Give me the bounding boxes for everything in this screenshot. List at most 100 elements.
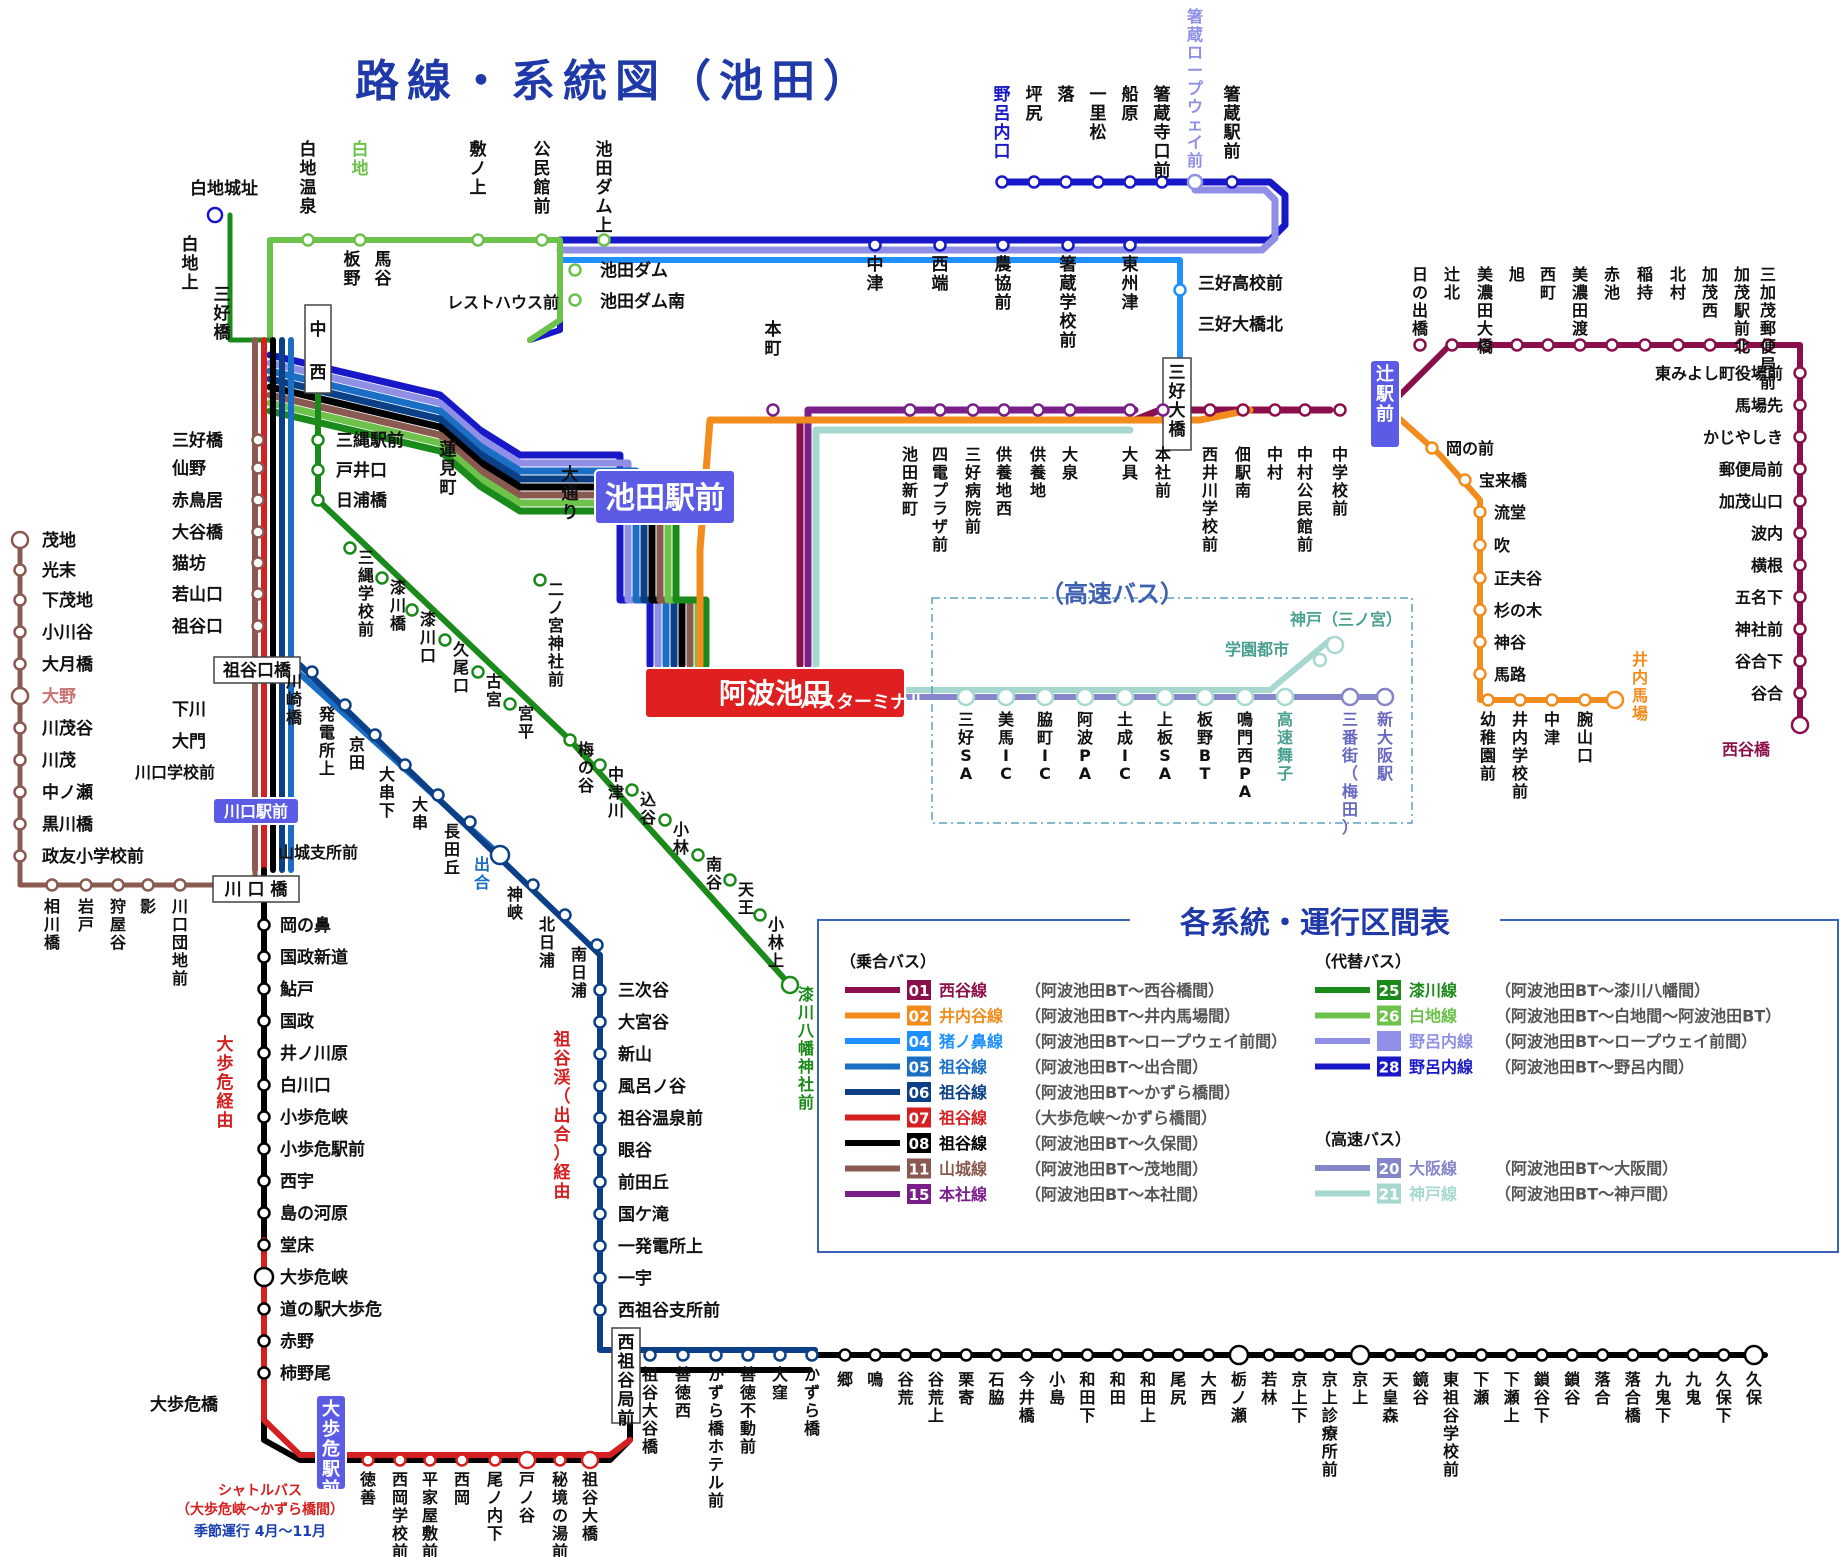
svg-text:成: 成 (1117, 728, 1133, 747)
legend-left-row-name: 祖谷線 (938, 1058, 987, 1077)
svg-text:校: 校 (358, 602, 375, 621)
station-label: 三好大橋北 (1198, 314, 1283, 335)
svg-text:尻: 尻 (1026, 104, 1043, 124)
svg-text:中: 中 (310, 319, 327, 340)
svg-text:三: 三 (1169, 363, 1186, 383)
station-label: 五名下 (1735, 588, 1783, 607)
svg-text:前: 前 (618, 1408, 635, 1429)
svg-text:学: 学 (1443, 1424, 1459, 1443)
svg-text:美: 美 (1572, 265, 1589, 284)
svg-text:民: 民 (534, 159, 551, 179)
svg-text:谷: 谷 (640, 808, 657, 827)
svg-text:徳: 徳 (739, 1383, 756, 1402)
route-line-kobe-local (812, 426, 1134, 669)
svg-text:駅: 駅 (1733, 301, 1751, 320)
stop-marker (1235, 687, 1255, 707)
svg-text:縄: 縄 (358, 566, 374, 585)
svg-text:農: 農 (995, 254, 1012, 275)
svg-text:西: 西 (1702, 301, 1718, 320)
stop-marker (253, 1266, 275, 1288)
svg-text:北: 北 (539, 915, 555, 934)
station-label: 杉の木 (1494, 601, 1543, 620)
station-label-vertical: 京上下 (1291, 1370, 1307, 1425)
station-label-vertical: 白地上 (182, 234, 199, 293)
svg-text:栃: 栃 (1231, 1370, 1247, 1389)
station-label: （高速バス） (1315, 1130, 1411, 1149)
legend-left-row-num: 04 (909, 1033, 930, 1051)
stop-marker (966, 403, 980, 417)
stop-marker (1535, 1348, 1549, 1362)
stop-marker (1638, 338, 1652, 352)
svg-text:古: 古 (486, 672, 502, 691)
stop-marker (1513, 693, 1527, 707)
stop-marker (1545, 693, 1559, 707)
stop-marker (1605, 338, 1619, 352)
svg-text:田: 田 (1477, 301, 1493, 320)
station-label-vertical: 中津 (1544, 710, 1560, 747)
legend-left-row-range: （阿波池田BT〜かずら橋間） (1025, 1083, 1240, 1102)
svg-text:林: 林 (1261, 1388, 1277, 1407)
station-label: 大歩危橋 (150, 1394, 219, 1415)
svg-text:局: 局 (618, 1390, 635, 1410)
station-label: 川茂谷 (41, 718, 94, 739)
svg-text:ェ: ェ (1187, 115, 1203, 134)
svg-text:田: 田 (596, 159, 613, 179)
svg-text:A: A (1159, 764, 1172, 783)
station-label-vertical: 大具 (1122, 445, 1138, 482)
bus-terminal-sub: バスターミナル (800, 692, 926, 713)
stop-marker (1155, 175, 1169, 189)
svg-text:団: 団 (172, 933, 188, 952)
svg-text:鳴: 鳴 (867, 1370, 883, 1389)
svg-text:漆: 漆 (798, 985, 814, 1004)
svg-text:館: 館 (533, 177, 551, 198)
svg-text:川: 川 (285, 672, 302, 691)
station-label-vertical: 三番街（梅田） (1341, 710, 1359, 837)
legend-title-bg (1130, 900, 1500, 940)
stop-marker (251, 461, 265, 475)
station-label-vertical: 狩屋谷 (110, 897, 127, 952)
stop-marker (1155, 687, 1175, 707)
svg-text:稲: 稲 (1637, 265, 1653, 284)
stop-marker (488, 1453, 502, 1467)
svg-text:り: り (562, 503, 579, 523)
svg-text:旭: 旭 (1508, 265, 1525, 284)
svg-text:町: 町 (440, 478, 457, 498)
svg-text:尻: 尻 (1170, 1388, 1186, 1407)
svg-text:寺: 寺 (1154, 122, 1171, 143)
svg-text:大: 大 (642, 1401, 658, 1420)
svg-text:イ: イ (1187, 133, 1203, 152)
legend-right-row-range: （阿波池田BT〜白地間〜阿波池田BT） (1495, 1007, 1781, 1026)
stop-marker (533, 573, 547, 587)
svg-text:蔵: 蔵 (1224, 103, 1241, 124)
station-label-vertical: 西端 (932, 255, 949, 294)
svg-text:脇: 脇 (988, 1388, 1004, 1407)
stop-marker (257, 1334, 271, 1348)
station-label-vertical: 船原 (1122, 84, 1139, 124)
legend-left-row-num-bg (907, 1056, 931, 1077)
svg-text:二: 二 (548, 580, 564, 599)
stop-marker (1110, 1348, 1125, 1362)
station-label: 島の河原 (280, 1203, 348, 1224)
station-label-vertical: 供養地 (1029, 445, 1046, 500)
svg-text:ず: ず (804, 1383, 820, 1402)
stop-marker (503, 697, 517, 711)
svg-text:C: C (1119, 764, 1131, 783)
stop-marker (251, 587, 265, 601)
stop-marker (1123, 403, 1137, 417)
svg-text:日: 日 (571, 963, 587, 982)
stop-marker (1626, 1348, 1640, 1362)
svg-text:ム: ム (596, 197, 613, 217)
svg-text:久: 久 (1716, 1370, 1733, 1389)
svg-text:田: 田 (1342, 800, 1358, 819)
stop-marker (1703, 338, 1717, 352)
svg-text:九: 九 (1654, 1370, 1671, 1389)
svg-text:橋: 橋 (390, 614, 407, 633)
stop-marker (517, 1450, 537, 1470)
stop-marker (1186, 173, 1204, 191)
svg-text:京: 京 (349, 735, 365, 754)
